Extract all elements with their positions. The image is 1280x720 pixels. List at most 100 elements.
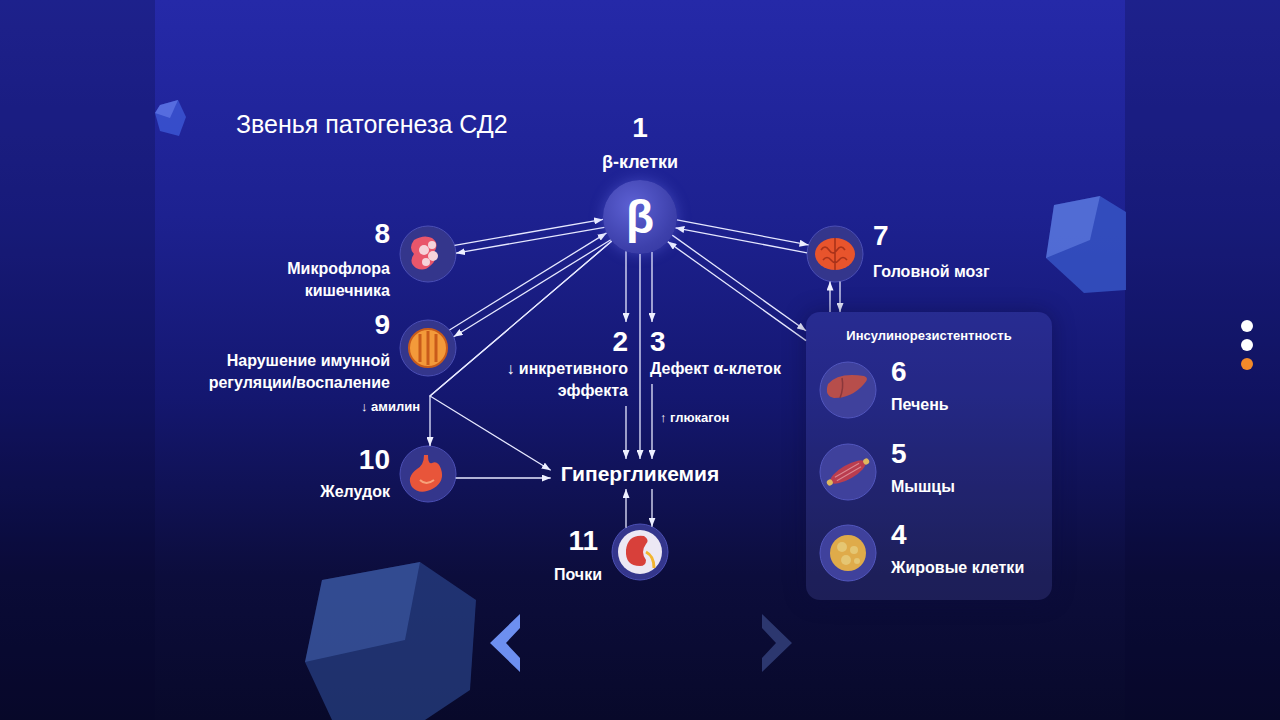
microflora-icon	[428, 241, 436, 249]
brain-icon	[815, 238, 855, 270]
callout-number: 3	[650, 326, 781, 358]
connector-arrow	[651, 384, 652, 459]
annotation-label: ↑ глюкагон	[660, 410, 729, 426]
connector-arrow	[675, 228, 807, 253]
connector-arrow	[454, 240, 611, 337]
organ-icon: 7Головной мозг	[807, 226, 863, 282]
callout-number: 10	[359, 444, 390, 476]
connector-arrow	[639, 254, 640, 459]
decor-cube	[305, 562, 476, 720]
callout-number: 11	[568, 525, 598, 557]
callout-number: 2	[468, 326, 628, 358]
callout-number: 7	[873, 220, 889, 252]
connector-arrow	[455, 219, 603, 245]
decor-cube	[1046, 196, 1126, 293]
slide-title: Звенья патогенеза СД2	[236, 108, 508, 140]
side-shade	[0, 0, 155, 720]
node-label: β-клетки	[563, 151, 717, 173]
annotation-label: ↓ амилин	[361, 399, 420, 415]
page-dots	[1241, 339, 1253, 351]
connector-arrow	[668, 242, 806, 341]
node-label: Микрофлора кишечника	[240, 258, 390, 302]
organ-icon: 5Мышцы	[820, 444, 876, 500]
node-label: Нарушение имунной регуляции/воспаление	[175, 350, 390, 394]
connector-arrow	[430, 241, 612, 446]
node-label: Дефект α-клеток	[650, 358, 781, 380]
microflora-icon	[422, 258, 430, 266]
connector-arrow	[829, 282, 830, 313]
connector-arrow	[456, 227, 605, 253]
kidney-icon	[612, 524, 668, 580]
decor-cube	[155, 100, 186, 136]
stomach-icon	[400, 446, 456, 502]
decor-cube	[1046, 196, 1126, 293]
callout-number: 1	[563, 112, 717, 144]
node-label: Почки	[554, 564, 602, 586]
brain-icon	[807, 226, 863, 282]
connector-arrow	[625, 251, 626, 322]
immune-icon	[400, 320, 456, 376]
node-label: Желудок	[320, 481, 390, 503]
symbol-text: β	[603, 180, 677, 254]
organ-icon: 8Микрофлора кишечника	[400, 226, 456, 282]
immune-icon	[409, 329, 447, 367]
callout-number: 5	[891, 438, 907, 470]
page-dots	[1241, 320, 1253, 332]
microflora-icon	[428, 251, 438, 261]
connector-arrow	[456, 477, 551, 478]
connector-arrow	[651, 489, 652, 527]
brain-icon	[821, 238, 847, 270]
connector-arrow	[651, 252, 652, 322]
node-label: Инсулинорезистентность	[806, 328, 1052, 344]
node-label: ↓ инкретивного эффекта	[468, 358, 628, 402]
decor-cube	[305, 562, 476, 720]
node-label: Печень	[891, 394, 949, 416]
connector-arrow	[430, 241, 612, 470]
organ-icon: 9Нарушение имунной регуляции/воспаление	[400, 320, 456, 376]
immune-icon	[400, 320, 456, 376]
callout-number: 9	[374, 309, 390, 341]
text-box: 3Дефект α-клеток	[646, 322, 785, 384]
decor-cube	[155, 100, 186, 136]
stomach-icon	[400, 446, 456, 502]
kidney-icon	[618, 530, 662, 574]
microflora-icon	[419, 245, 429, 255]
node-label: Гипергликемия	[561, 461, 720, 487]
kidney-icon	[646, 552, 654, 568]
organ-icon: 6Печень	[820, 362, 876, 418]
connector-arrow	[625, 406, 626, 459]
microflora-icon	[400, 226, 456, 282]
nav-arrow	[490, 614, 520, 672]
decor-cube	[155, 100, 178, 118]
central-label-box: Гипергликемия	[551, 459, 730, 489]
connector-arrow	[839, 282, 840, 313]
connector-arrow	[672, 235, 806, 331]
callout-number: 6	[891, 356, 907, 388]
organ-icon: 11Почки	[612, 524, 668, 580]
node-label: Мышцы	[891, 476, 955, 498]
page-dots	[1241, 320, 1253, 370]
decor-cube	[1046, 196, 1100, 258]
stomach-icon	[410, 455, 442, 492]
nav-arrow	[490, 614, 792, 672]
node-label: Головной мозг	[873, 261, 990, 283]
decor-cube	[305, 562, 420, 662]
organ-icon: 10Желудок	[400, 446, 456, 502]
side-shade	[1125, 0, 1280, 720]
kidney-icon	[626, 536, 648, 566]
brain-icon	[807, 226, 863, 282]
microflora-icon	[400, 226, 456, 282]
nav-arrow	[762, 614, 792, 672]
stomach-icon	[420, 480, 434, 483]
group-panel: Инсулинорезистентность6Печень5Мышцы4Жиро…	[806, 312, 1052, 600]
node-label: Жировые клетки	[891, 557, 1024, 579]
text-box: 2↓ инкретивного эффекта	[464, 322, 632, 406]
callout-number: 4	[891, 519, 907, 551]
page-dots	[1241, 358, 1253, 370]
kidney-icon	[612, 524, 668, 580]
callout-number: 8	[374, 218, 390, 250]
connector-arrow	[625, 489, 626, 528]
